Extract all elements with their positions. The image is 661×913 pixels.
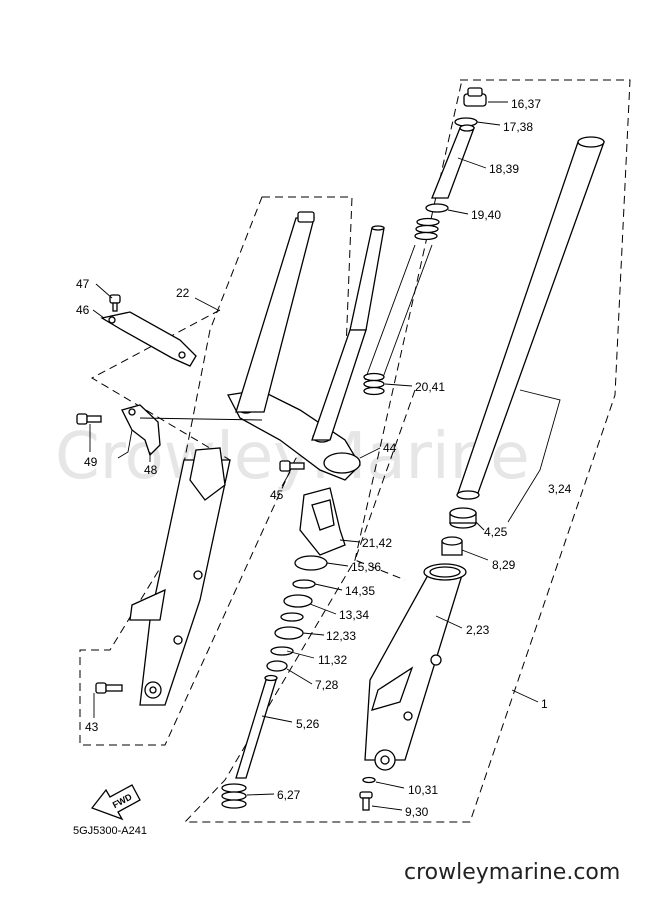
label-45: 45 <box>270 488 284 502</box>
label-21-42: 21,42 <box>362 536 392 550</box>
part-slide-bushing-upper <box>449 507 477 529</box>
part-bolt-47 <box>109 294 121 312</box>
label-2-23: 2,23 <box>466 623 490 637</box>
label-49: 49 <box>84 455 98 469</box>
part-outer-tube-right <box>364 563 467 771</box>
label-14-35: 14,35 <box>345 584 375 598</box>
part-headlight-bracket <box>100 311 197 367</box>
label-13-34: 13,34 <box>339 608 369 622</box>
label-17-38: 17,38 <box>503 120 533 134</box>
label-19-40: 19,40 <box>471 208 501 222</box>
label-46: 46 <box>76 303 90 317</box>
website-footer: crowleymarine.com <box>404 860 620 885</box>
label-11-32: 11,32 <box>318 653 347 667</box>
part-piston-ring <box>270 646 294 656</box>
part-brake-hose-guide <box>117 404 161 459</box>
label-6-27: 6,27 <box>277 788 301 802</box>
label-16-37: 16,37 <box>511 97 541 111</box>
label-3-24: 3,24 <box>548 482 572 496</box>
part-bolt-bottom <box>359 791 373 811</box>
label-5-26: 5,26 <box>296 717 320 731</box>
part-bolt-45 <box>279 460 305 472</box>
label-4-25: 4,25 <box>484 525 508 539</box>
part-slide-bushing-lower <box>441 536 463 556</box>
part-left-inner-tube <box>235 211 315 413</box>
part-clip <box>292 579 316 589</box>
label-7-28: 7,28 <box>315 678 339 692</box>
spring-guide-line-2 <box>381 244 433 381</box>
part-rebound-spring <box>221 783 247 809</box>
part-bushing <box>274 626 304 640</box>
part-bolt-49 <box>76 413 102 425</box>
part-left-outer-tube <box>129 447 231 706</box>
label-20-41: 20,41 <box>415 380 445 394</box>
label-8-29: 8,29 <box>492 558 516 572</box>
fwd-arrow-icon: FWD <box>90 784 141 821</box>
label-12-33: 12,33 <box>326 629 356 643</box>
guide-line-48 <box>139 417 263 421</box>
part-fork-spring-upper <box>414 217 440 241</box>
left-fork-dashed-branch <box>90 309 231 461</box>
label-15-36: 15,36 <box>351 560 381 574</box>
label-10-31: 10,31 <box>408 783 438 797</box>
label-9-30: 9,30 <box>405 805 429 819</box>
part-washer <box>280 612 304 622</box>
part-inner-tube <box>456 136 605 500</box>
part-spacer-tube <box>431 124 475 199</box>
part-fork-spring-lower <box>363 372 385 396</box>
label-47: 47 <box>76 277 90 291</box>
part-bolt-43 <box>95 682 123 694</box>
label-43: 43 <box>85 720 99 734</box>
diagram-code: 5GJ5300-A241 <box>73 825 147 837</box>
label-44: 44 <box>383 441 397 455</box>
label-48: 48 <box>144 463 158 477</box>
part-gasket <box>362 776 376 784</box>
part-dust-seal <box>283 594 313 608</box>
label-1: 1 <box>541 697 548 711</box>
part-oil-lock-piece <box>266 660 288 672</box>
part-damper-rod <box>235 674 278 779</box>
part-headlight-stay <box>299 487 346 556</box>
label-22: 22 <box>176 286 190 300</box>
spring-guide-line <box>364 244 416 381</box>
part-cap-bolt <box>463 87 487 107</box>
part-steering-stem <box>349 225 385 331</box>
part-spring-seat <box>425 203 449 213</box>
part-oil-seal <box>294 555 328 571</box>
label-18-39: 18,39 <box>489 162 519 176</box>
